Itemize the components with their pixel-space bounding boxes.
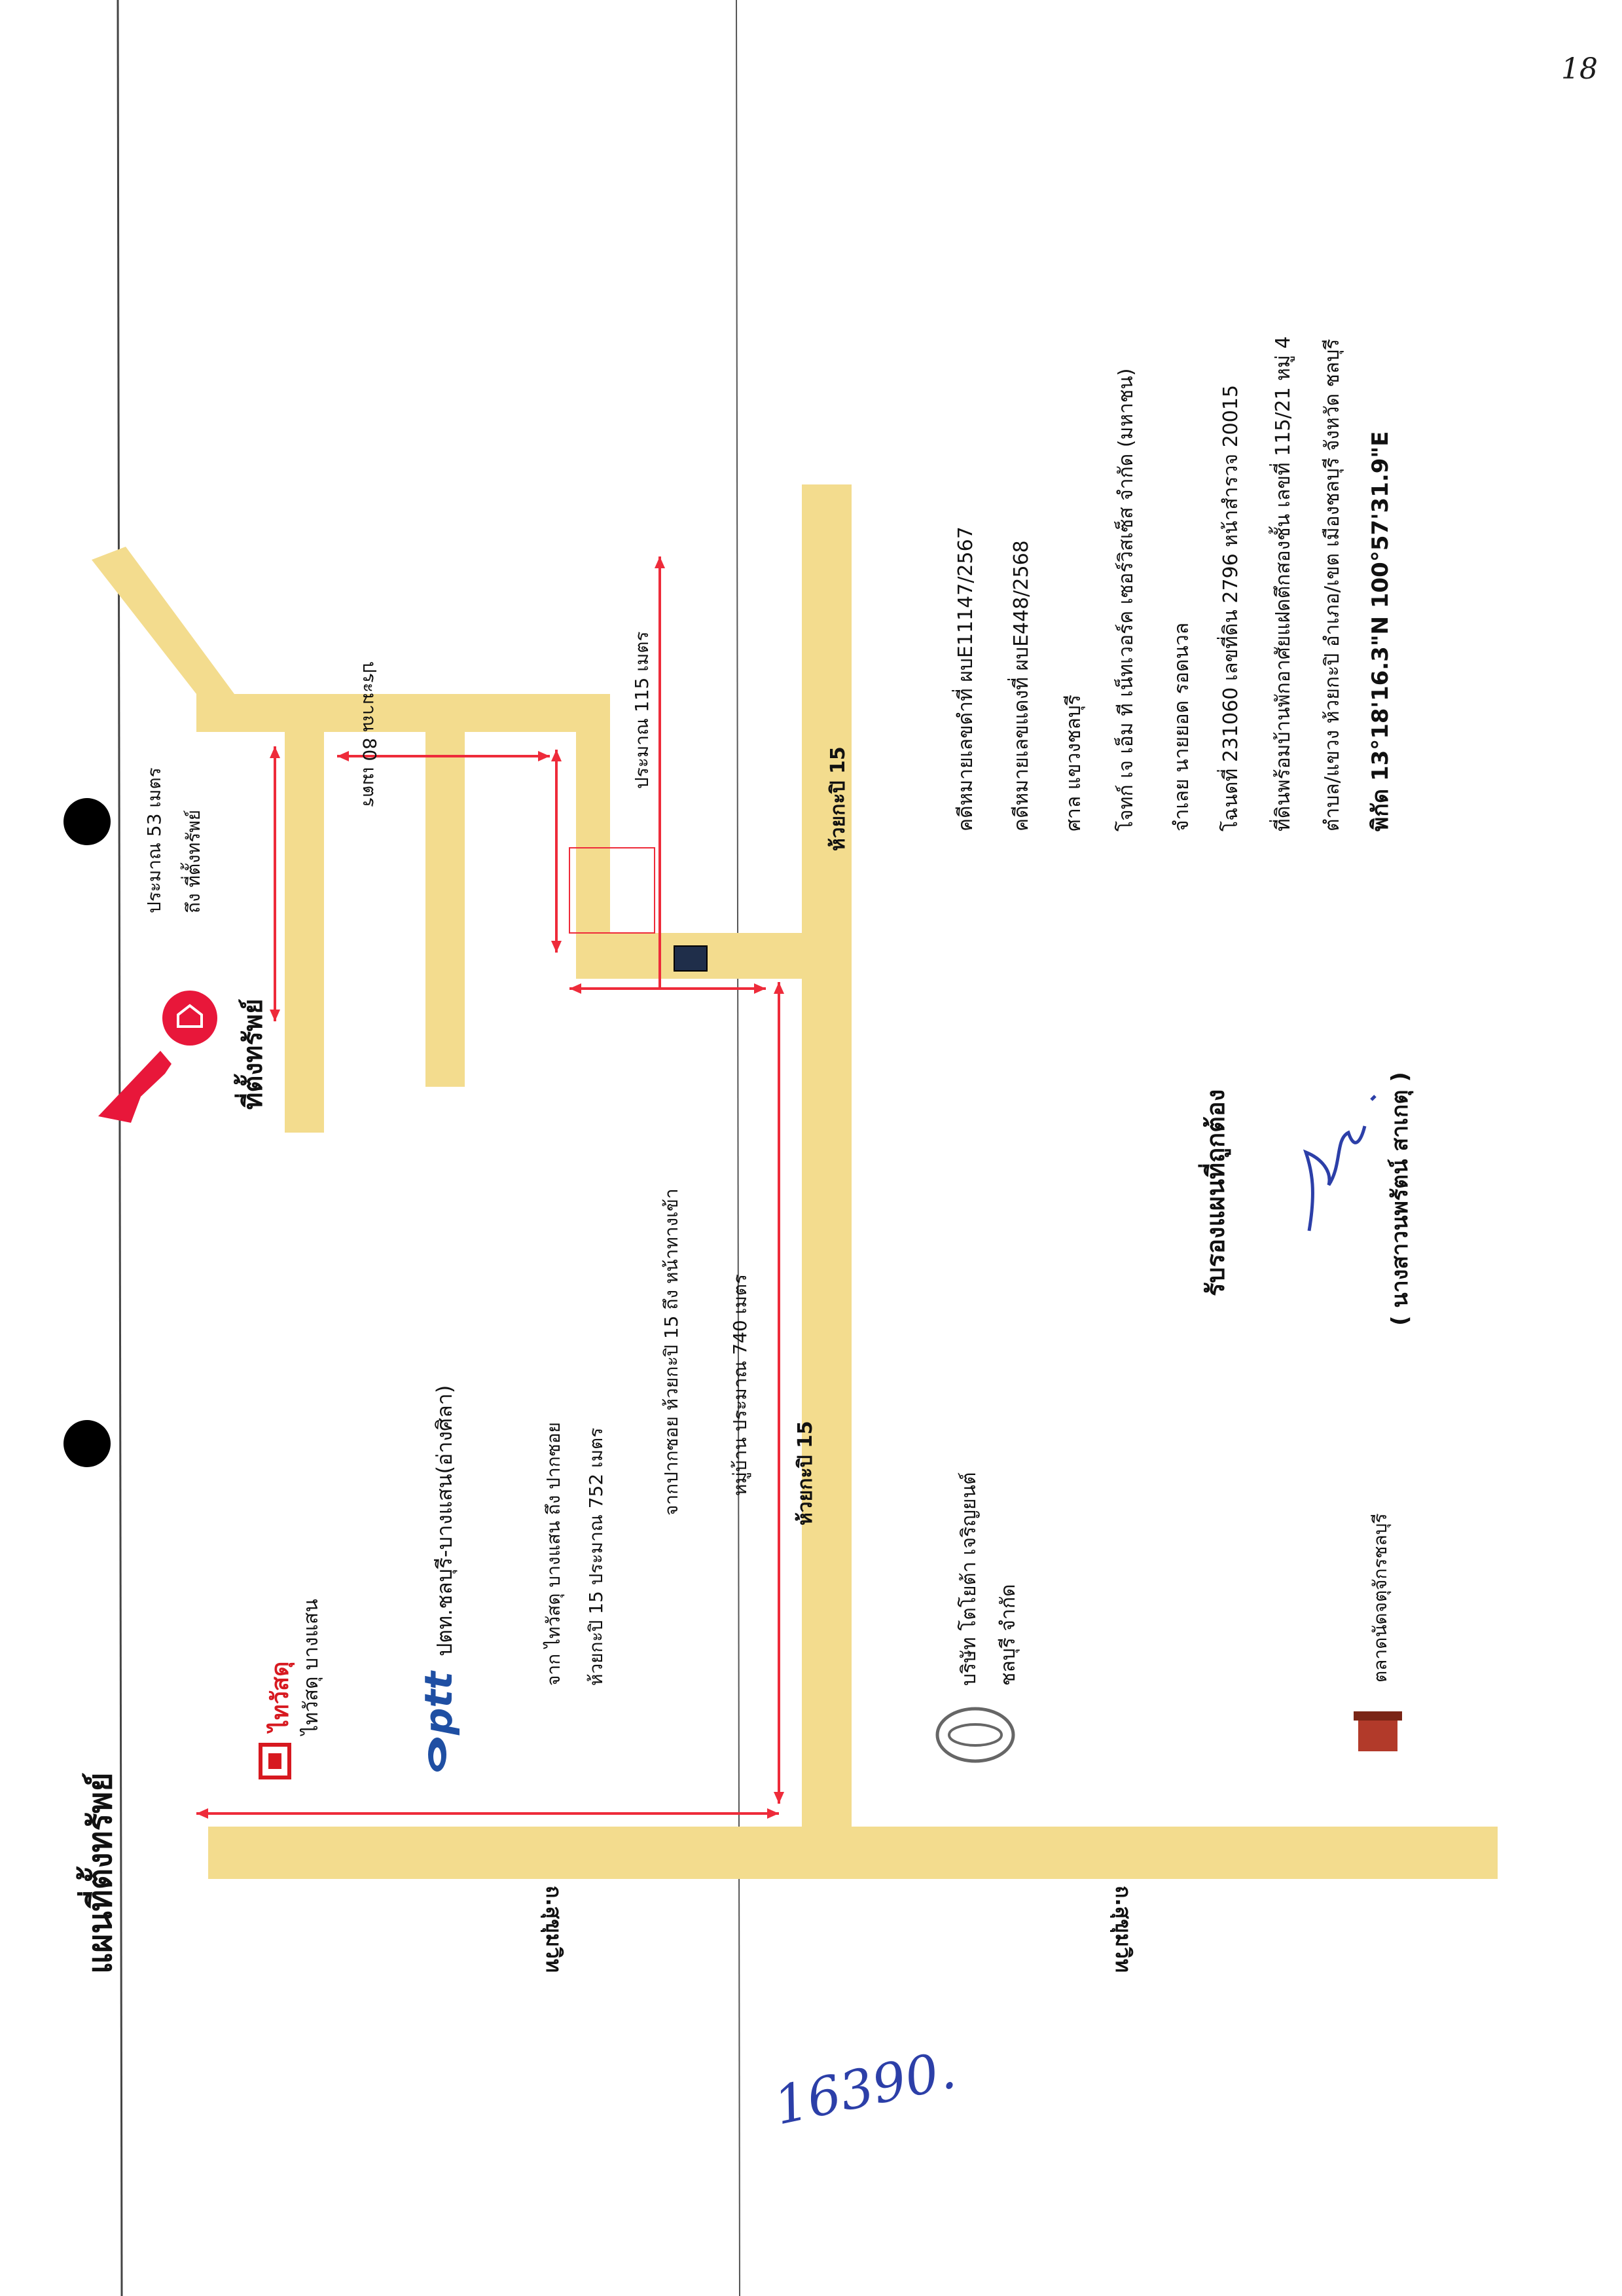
property-pin-group xyxy=(98,991,217,1123)
arrow-head xyxy=(767,1808,779,1819)
thaiwatsadu-logo-fill xyxy=(268,1753,281,1769)
landmark-logos xyxy=(259,1707,1402,1779)
distance-arrows xyxy=(196,556,784,1819)
case-red-number: คดีหมายเลขแดงที่ ผบE448/2568 xyxy=(1007,540,1033,831)
arrow-head xyxy=(196,1808,208,1819)
document-title: แผนที่ตั้งทรัพย์ xyxy=(76,1772,119,1974)
market-name: ตลาดนัดจตุจักรชลบุรี xyxy=(1369,1513,1392,1683)
road-soi-15-main xyxy=(802,484,852,1846)
arrow-head xyxy=(569,983,581,994)
market-icon-roof xyxy=(1354,1711,1402,1721)
pointer-arrow-icon xyxy=(98,1051,171,1123)
distance-soi-line2: หมู่บ้าน ประมาณ 740 เมตร xyxy=(729,1274,751,1496)
distance-115m: ประมาณ 115 เมตร xyxy=(631,631,653,789)
binder-hole-top xyxy=(63,798,111,845)
road-sukhumvit xyxy=(208,1827,1498,1879)
road-branch-top xyxy=(196,694,610,732)
distance-80m: ประมาณ 80 เมตร xyxy=(359,661,380,807)
arrow-head xyxy=(774,982,784,994)
margin-line-left xyxy=(117,0,123,2296)
road-label-soi-15-upper: ห้วยกะปิ 15 xyxy=(827,746,850,851)
thaiwatsadu-brand: ไทวัสดุ xyxy=(266,1662,295,1734)
toyota-logo-icon xyxy=(935,1707,1015,1763)
arrow-head xyxy=(754,983,766,994)
arrow-head xyxy=(538,751,550,761)
road-label-sukhumvit-left: ถ.สุขุมวิท xyxy=(540,1886,566,1973)
arrow-head xyxy=(270,746,280,758)
case-defendant: จำเลย นายยอด รอดนวล xyxy=(1170,623,1193,831)
thaiwatsadu-logo-icon xyxy=(259,1743,291,1779)
road-network xyxy=(92,484,1498,1879)
road-sub-soi-2 xyxy=(425,720,465,1087)
case-deed: โฉนดที่ 231060 เลขที่ดิน 2796 หน้าสำรวจ … xyxy=(1217,385,1242,831)
market-icon xyxy=(1358,1715,1397,1751)
distance-thaiwatsadu-line1: จาก ไทวัสดุ บางแสน ถึง ปากซอย xyxy=(543,1422,565,1686)
toyota-line2: ชลบุรี จำกัด xyxy=(997,1584,1020,1686)
handwritten-number: 16390. xyxy=(769,2039,961,2136)
page-number: 18 xyxy=(1561,52,1598,86)
toyota-line1: บริษัท โตโยต้า เจริญยนต์ xyxy=(957,1472,981,1686)
distance-53m-line1: ประมาณ 53 เมตร xyxy=(143,767,165,913)
arrow-head xyxy=(551,941,562,953)
case-plaintiff: โจทก์ เจ เอ็ม ที เน็ทเวอร์ค เซอร์วิสเซ็ส… xyxy=(1113,369,1138,831)
fold-line xyxy=(736,0,740,2296)
certification-name: ( นางสาวนพรัตน์ สาเกตุ ) xyxy=(1387,1072,1414,1326)
arrow-head xyxy=(337,751,349,761)
road-sub-soi-1 xyxy=(285,720,324,1133)
case-black-number: คดีหมายเลขดำที่ ผบE11147/2567 xyxy=(952,526,977,831)
arrow-head xyxy=(774,1792,784,1804)
distance-soi-line1: จากปากซอย ห้วยกะปิ 15 ถึง หน้าทางเข้า xyxy=(660,1188,682,1516)
village-gate-icon xyxy=(674,945,708,972)
arrow-head xyxy=(655,556,665,568)
binder-hole-bottom xyxy=(63,1420,111,1467)
toyota-logo-inner xyxy=(948,1723,1003,1747)
house-icon xyxy=(177,1004,203,1028)
case-court: ศาล แขวงชลบุรี xyxy=(1062,695,1086,831)
certification-title: รับรองแผนที่ถูกต้อง xyxy=(1198,1089,1231,1296)
thaiwatsadu-branch: ไทวัสดุ บางแสน xyxy=(299,1599,323,1736)
ptt-station-name: ปตท.ชลบุรี-บางแสน(อ่างศิลา) xyxy=(432,1385,458,1656)
road-label-soi-15-lower: ห้วยกะปิ 15 xyxy=(794,1421,817,1525)
road-label-sukhumvit-right: ถ.สุขุมวิท xyxy=(1109,1886,1136,1973)
property-pin-icon xyxy=(162,991,217,1046)
road-branch-diagonal xyxy=(92,547,234,694)
property-label: ที่ตั้งทรัพย์ xyxy=(234,998,268,1110)
signature xyxy=(1303,1095,1377,1231)
distance-thaiwatsadu-line2: ห้วยกะปิ 15 ประมาณ 752 เมตร xyxy=(585,1428,607,1686)
ptt-brand: ptt xyxy=(416,1670,461,1736)
arrow-head xyxy=(551,750,562,761)
road-branch-vertical xyxy=(576,694,610,969)
case-district: ตำบล/แขวง ห้วยกะปิ อำเภอ/เขต เมืองชลบุรี… xyxy=(1321,339,1344,832)
case-land-location: ที่ดินพร้อมบ้านพักอาศัยแฝดตึกสองชั้น เลข… xyxy=(1269,337,1295,831)
case-coordinates: พิกัด 13°18'16.3"N 100°57'31.9"E xyxy=(1367,431,1394,831)
branch-outline xyxy=(569,847,655,934)
ptt-logo-flame xyxy=(433,1747,441,1766)
distance-53m-line2: ถึง ที่ตั้งทรัพย์ xyxy=(180,810,204,913)
arrow-head xyxy=(270,1010,280,1021)
